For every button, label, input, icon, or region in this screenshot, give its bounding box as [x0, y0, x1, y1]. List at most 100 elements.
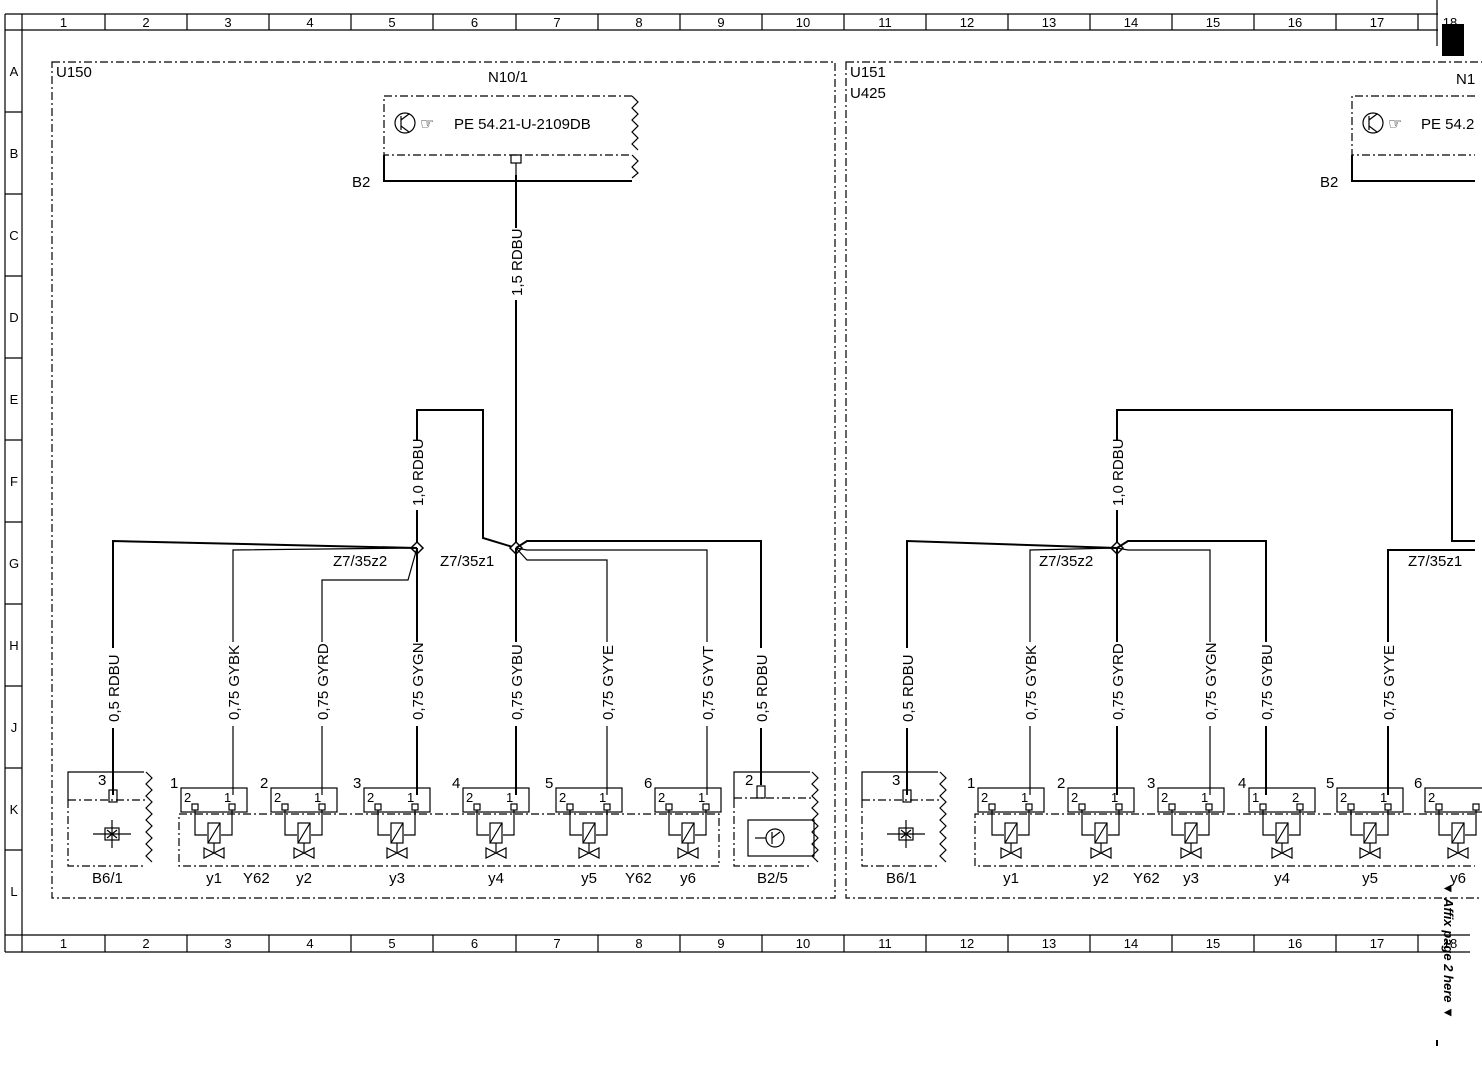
solenoid-valve-icon: [578, 822, 600, 859]
grid-column-label: 1: [60, 936, 67, 951]
grid-column-label: 2: [142, 15, 149, 30]
grid-column-label: 8: [635, 15, 642, 30]
grid-row-label: A: [10, 64, 19, 79]
grid-column-label: 11: [878, 15, 892, 30]
left-unit-border: [51, 61, 836, 899]
grid-column-label: 13: [1042, 936, 1056, 951]
grid-column-label: 3: [224, 936, 231, 951]
valve-pin-left: 2: [367, 790, 374, 805]
valve-pin-left: 2: [1071, 790, 1078, 805]
valve-wire-label: 0,75 GYGN: [410, 642, 427, 720]
valve-pin-right: 1: [506, 790, 513, 805]
solenoid-valve-icon: [1090, 822, 1112, 859]
valve-pin-left: 1: [1252, 790, 1259, 805]
left-upper-wire-label: 1,0 RDBU: [410, 438, 427, 506]
transistor-icon: [1362, 112, 1384, 134]
left-sensor-pin: 3: [98, 772, 106, 789]
sensor-icon: [93, 820, 131, 848]
grid-column-label: 1: [60, 15, 67, 30]
valve-pin-right: 1: [698, 790, 705, 805]
right-unit-label: U151: [850, 64, 886, 81]
left-b2-label: B2: [352, 174, 370, 191]
grid-column-label: 9: [717, 936, 724, 951]
valve-pin-right: 1: [224, 790, 231, 805]
grid-column-label: 17: [1370, 936, 1384, 951]
solenoid-valve-icon: [1271, 822, 1293, 859]
right-valve-block-label: Y62: [1133, 870, 1160, 887]
valve-pin-left: 2: [658, 790, 665, 805]
left-sensor-b6-1: 3 B6/1: [67, 771, 153, 887]
left-section: U150 N10/1 ☞ PE 54.21-U-2109DB B2 1,5 RD…: [56, 64, 819, 887]
valve-name-label: y3: [389, 870, 405, 887]
valve-name-label: y5: [1362, 870, 1378, 887]
left-valve-block-label: Y62: [243, 870, 270, 887]
right-unit2-label: U425: [850, 85, 886, 102]
valve-wire-label: 0,75 GYYE: [600, 645, 617, 720]
valve-slot-number: 6: [1414, 775, 1422, 792]
grid-column-label: 18: [1443, 936, 1457, 951]
right-unit-border: [845, 61, 1482, 899]
valve-slot-number: 1: [170, 775, 178, 792]
grid-column-label: 6: [471, 15, 478, 30]
left-module-ref[interactable]: PE 54.21-U-2109DB: [454, 116, 591, 133]
left-sensor-label: B6/1: [92, 870, 123, 887]
right-sensor-label: B6/1: [886, 870, 917, 887]
valve-wire-label: 0,75 GYRD: [315, 643, 332, 720]
right-splice-a: Z7/35z2: [1039, 553, 1093, 570]
pointing-hand-icon: ☞: [1388, 116, 1402, 133]
left-pressure-wire-label: 0,5 RDBU: [754, 654, 771, 722]
left-splice-b: Z7/35z1: [440, 553, 494, 570]
valve-slot-number: 5: [545, 775, 553, 792]
left-valve-block-label-2: Y62: [625, 870, 652, 887]
left-trunk-wire-label: 1,5 RDBU: [509, 228, 526, 296]
solenoid-valve-icon: [1180, 822, 1202, 859]
grid-column-label: 12: [960, 936, 974, 951]
solenoid-valve-icon: [485, 822, 507, 859]
right-sensor-b6-1: 3 B6/1: [861, 771, 947, 887]
grid-column-label: 7: [553, 936, 560, 951]
solenoid-valve-icon: [1447, 822, 1469, 859]
grid-column-label: 5: [388, 15, 395, 30]
valve-wire-label: 0,75 GYGN: [1203, 642, 1220, 720]
pointing-hand-icon: ☞: [420, 116, 434, 133]
grid-column-label: 6: [471, 936, 478, 951]
valve-slot-number: 2: [1057, 775, 1065, 792]
right-module-ref[interactable]: PE 54.2: [1421, 116, 1474, 133]
grid-column-label: 18: [1443, 15, 1457, 30]
grid-row-label: L: [10, 884, 17, 899]
grid-column-label: 9: [717, 15, 724, 30]
valve-pin-left: 2: [1161, 790, 1168, 805]
valve-name-label: y2: [1093, 870, 1109, 887]
solenoid-valve-icon: [293, 822, 315, 859]
grid-row-label: C: [9, 228, 18, 243]
valve-wire-label: 0,75 GYBU: [1259, 644, 1276, 720]
grid-column-label: 2: [142, 936, 149, 951]
valve-name-label: y1: [206, 870, 222, 887]
valve-name-label: y6: [1450, 870, 1466, 887]
valve-slot-number: 6: [644, 775, 652, 792]
valve-slot-number: 3: [1147, 775, 1155, 792]
right-module-box: ☞ PE 54.2 B2: [1320, 95, 1475, 191]
valve-wire-label: 0,75 GYVT: [700, 646, 717, 720]
grid-row-label: D: [9, 310, 18, 325]
valve-pin-right: 1: [1201, 790, 1208, 805]
right-section: U151 U425 N1 ☞ PE 54.2 B2 1,0 RDBU Z7/35…: [850, 64, 1482, 887]
valve-pin-left: 2: [981, 790, 988, 805]
grid-column-label: 10: [796, 936, 810, 951]
valve-slot-number: 2: [260, 775, 268, 792]
grid-column-label: 13: [1042, 15, 1056, 30]
valve-name-label: y4: [488, 870, 504, 887]
grid-column-label: 5: [388, 936, 395, 951]
valve-wire-label: 0,75 GYBU: [509, 644, 526, 720]
right-splice-b: Z7/35z1: [1408, 553, 1462, 570]
grid-column-label: 14: [1124, 936, 1138, 951]
grid-row-label: H: [9, 638, 18, 653]
valve-wire-label: 0,75 GYBK: [1023, 645, 1040, 720]
